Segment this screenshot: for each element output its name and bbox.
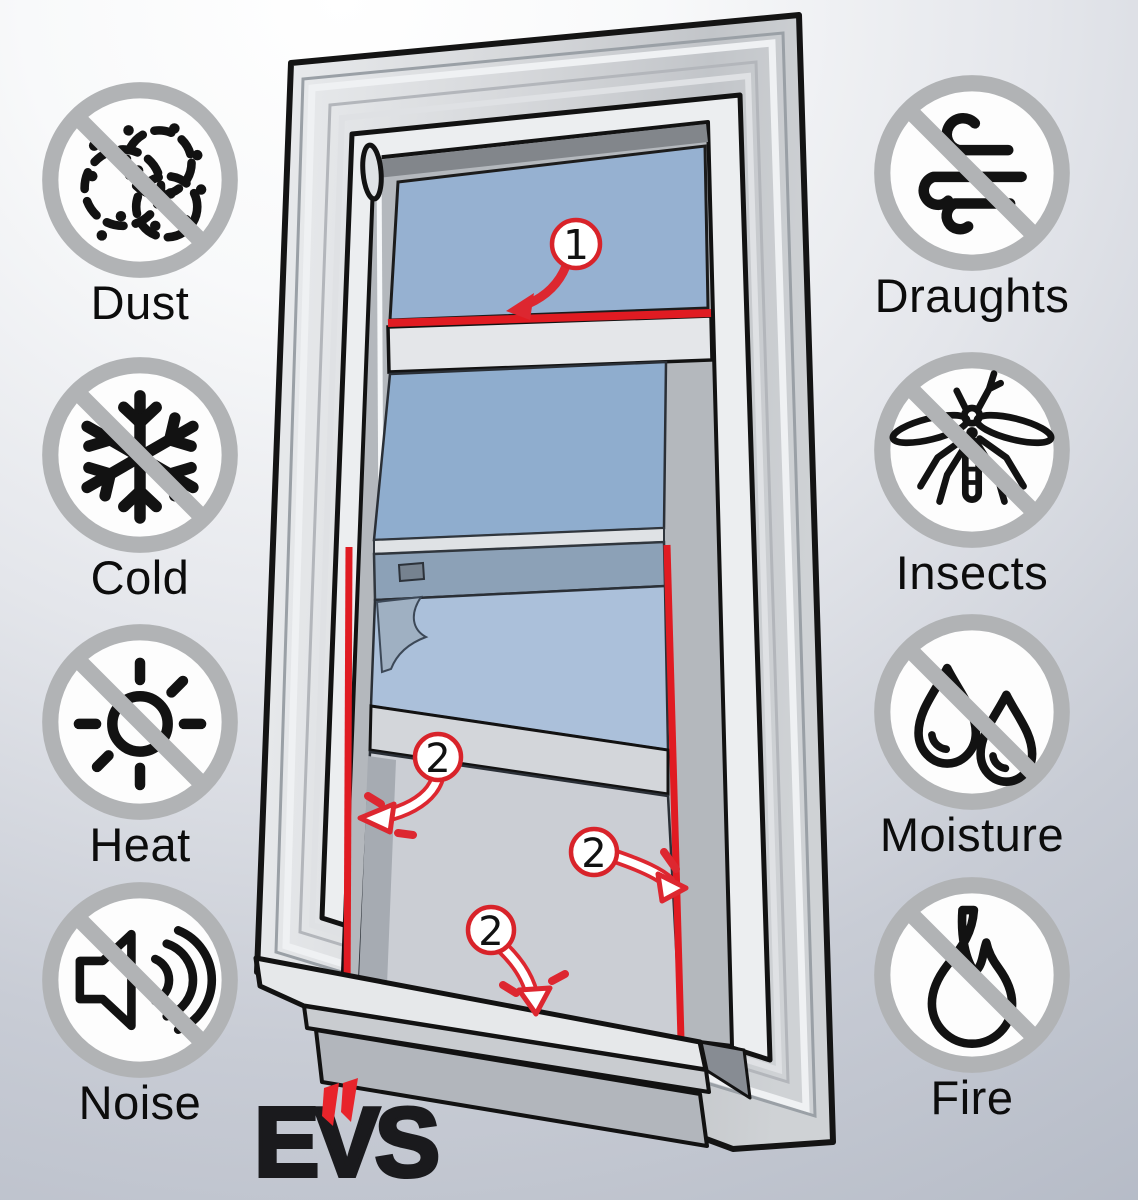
- benefit-label-draughts: Draughts: [874, 269, 1070, 322]
- callout-2-middle-number: 2: [478, 909, 503, 955]
- evs-logo-accent-marks: [322, 1078, 358, 1126]
- flame-icon: [874, 877, 1070, 1073]
- benefit-noise: Noise: [25, 875, 255, 1130]
- lower-sash: [356, 584, 683, 1042]
- callout-1: 1: [506, 217, 603, 320]
- prohibition-slash: [903, 104, 1041, 242]
- benefit-fire: Fire: [857, 870, 1087, 1125]
- callout-2-left: 2: [357, 731, 464, 839]
- meeting-rail: [372, 526, 667, 602]
- benefit-label-noise: Noise: [78, 1076, 202, 1129]
- benefit-label-dust: Dust: [90, 276, 190, 329]
- upper-sash: [372, 144, 714, 542]
- prohibition-slash: [903, 643, 1041, 781]
- window-apron: [314, 1028, 709, 1148]
- prohibition-slash: [71, 653, 209, 791]
- benefit-heat: Heat: [25, 617, 255, 872]
- speaker-icon: [42, 882, 238, 1078]
- benefit-insects: Insects: [857, 345, 1087, 600]
- wind-icon: [874, 75, 1070, 271]
- callout-2-right: 2: [568, 826, 689, 904]
- seal-left: [343, 546, 353, 1007]
- head-reveal: [376, 124, 708, 178]
- benefit-label-moisture: Moisture: [879, 808, 1065, 861]
- sash-horn: [375, 595, 429, 674]
- prohibition-slash: [903, 906, 1041, 1044]
- benefit-label-insects: Insects: [895, 546, 1049, 599]
- seal-right: [663, 544, 685, 1041]
- evs-logo-graphic: EVS: [252, 1078, 444, 1199]
- callout-2-left-number: 2: [425, 736, 450, 782]
- seal-top-sash: [387, 309, 712, 327]
- prohibition-slash: [71, 111, 209, 249]
- sun-icon: [42, 624, 238, 820]
- mosquito-icon: [874, 352, 1070, 548]
- droplets-icon: [874, 614, 1070, 810]
- benefit-moisture: Moisture: [857, 607, 1087, 862]
- evs-logo: EVS: [252, 1076, 472, 1199]
- benefit-label-cold: Cold: [90, 551, 190, 604]
- dust-icon: [42, 82, 238, 278]
- sash-pulley: [360, 142, 384, 202]
- benefit-label-fire: Fire: [930, 1071, 1014, 1124]
- benefit-cold: Cold: [25, 350, 255, 605]
- callout-1-number: 1: [563, 221, 589, 269]
- prohibition-slash: [903, 381, 1041, 519]
- benefit-dust: Dust: [25, 75, 255, 330]
- prohibition-slash: [71, 911, 209, 1049]
- callout-2-middle: 2: [465, 904, 569, 1017]
- snowflake-icon: [42, 357, 238, 553]
- callout-2-right-number: 2: [581, 831, 606, 877]
- benefit-draughts: Draughts: [857, 68, 1087, 323]
- window-sill: [253, 955, 752, 1148]
- prohibition-slash: [71, 386, 209, 524]
- benefit-label-heat: Heat: [89, 818, 191, 871]
